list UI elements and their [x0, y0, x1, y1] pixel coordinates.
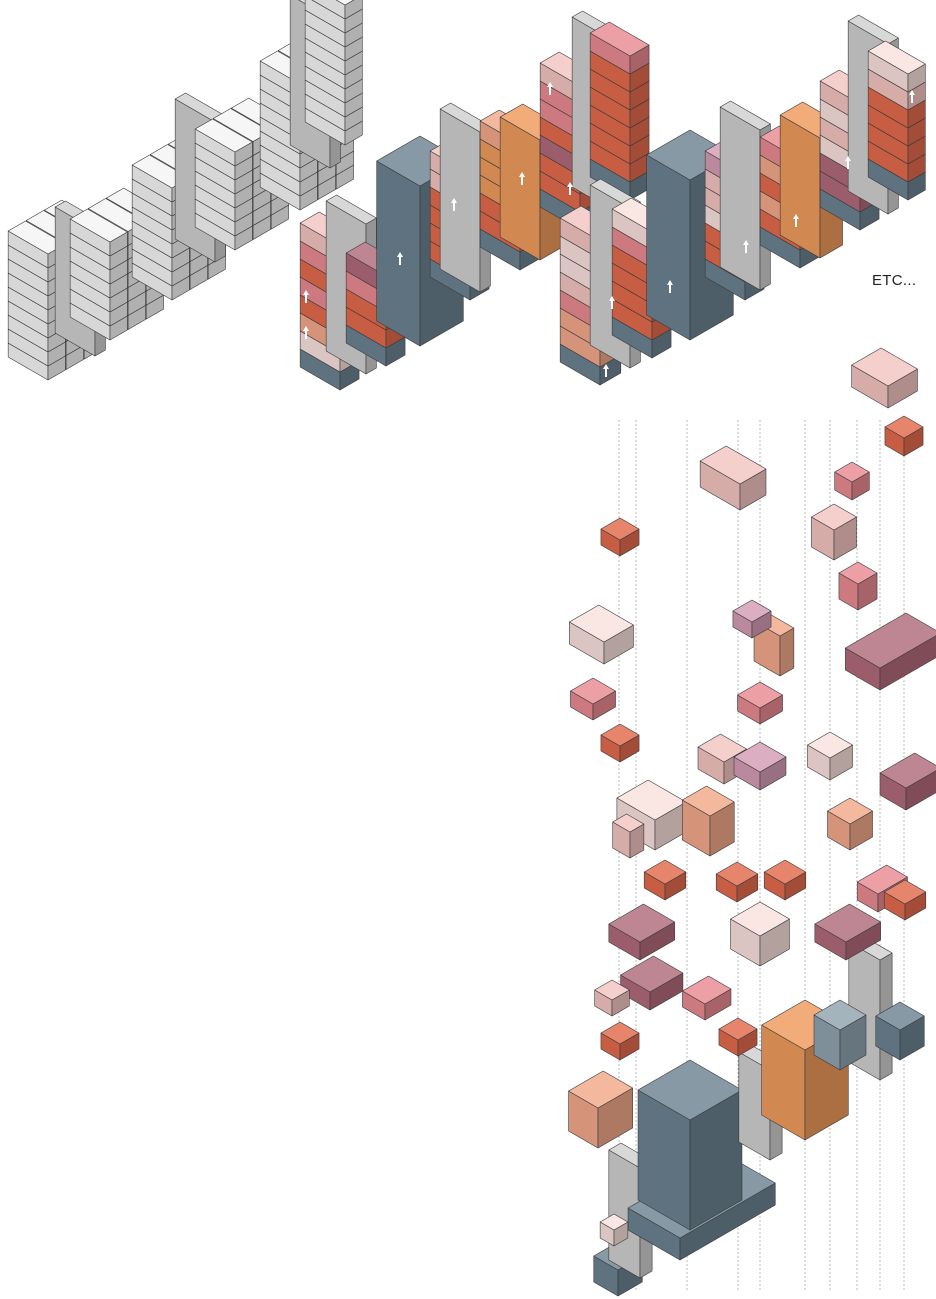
base-slate-block	[814, 1000, 866, 1070]
base-slate-volume	[638, 1060, 742, 1230]
floating-module	[644, 860, 686, 900]
etc-caption: ETC...	[872, 272, 916, 289]
floating-module	[807, 732, 852, 780]
floating-module	[737, 682, 782, 724]
floating-module	[852, 348, 918, 408]
floating-module	[609, 904, 675, 960]
floating-module	[601, 1022, 639, 1060]
exploded-module-stack	[569, 348, 936, 1296]
floating-module	[682, 786, 734, 856]
floating-module	[621, 956, 683, 1010]
floating-module	[682, 976, 730, 1020]
floating-module	[569, 1071, 633, 1148]
floating-module	[811, 504, 856, 560]
floating-module	[839, 562, 877, 610]
floating-module	[601, 724, 639, 762]
floating-module	[835, 462, 870, 500]
floating-module	[880, 753, 936, 810]
floating-module	[700, 446, 766, 510]
floating-module	[569, 605, 633, 664]
floating-module	[885, 416, 923, 456]
floating-module	[845, 613, 936, 690]
floating-module	[716, 862, 758, 902]
floating-module	[601, 518, 639, 556]
floating-module	[827, 798, 872, 850]
floating-module	[570, 678, 615, 720]
floating-module	[731, 902, 790, 966]
floating-module	[764, 860, 806, 900]
